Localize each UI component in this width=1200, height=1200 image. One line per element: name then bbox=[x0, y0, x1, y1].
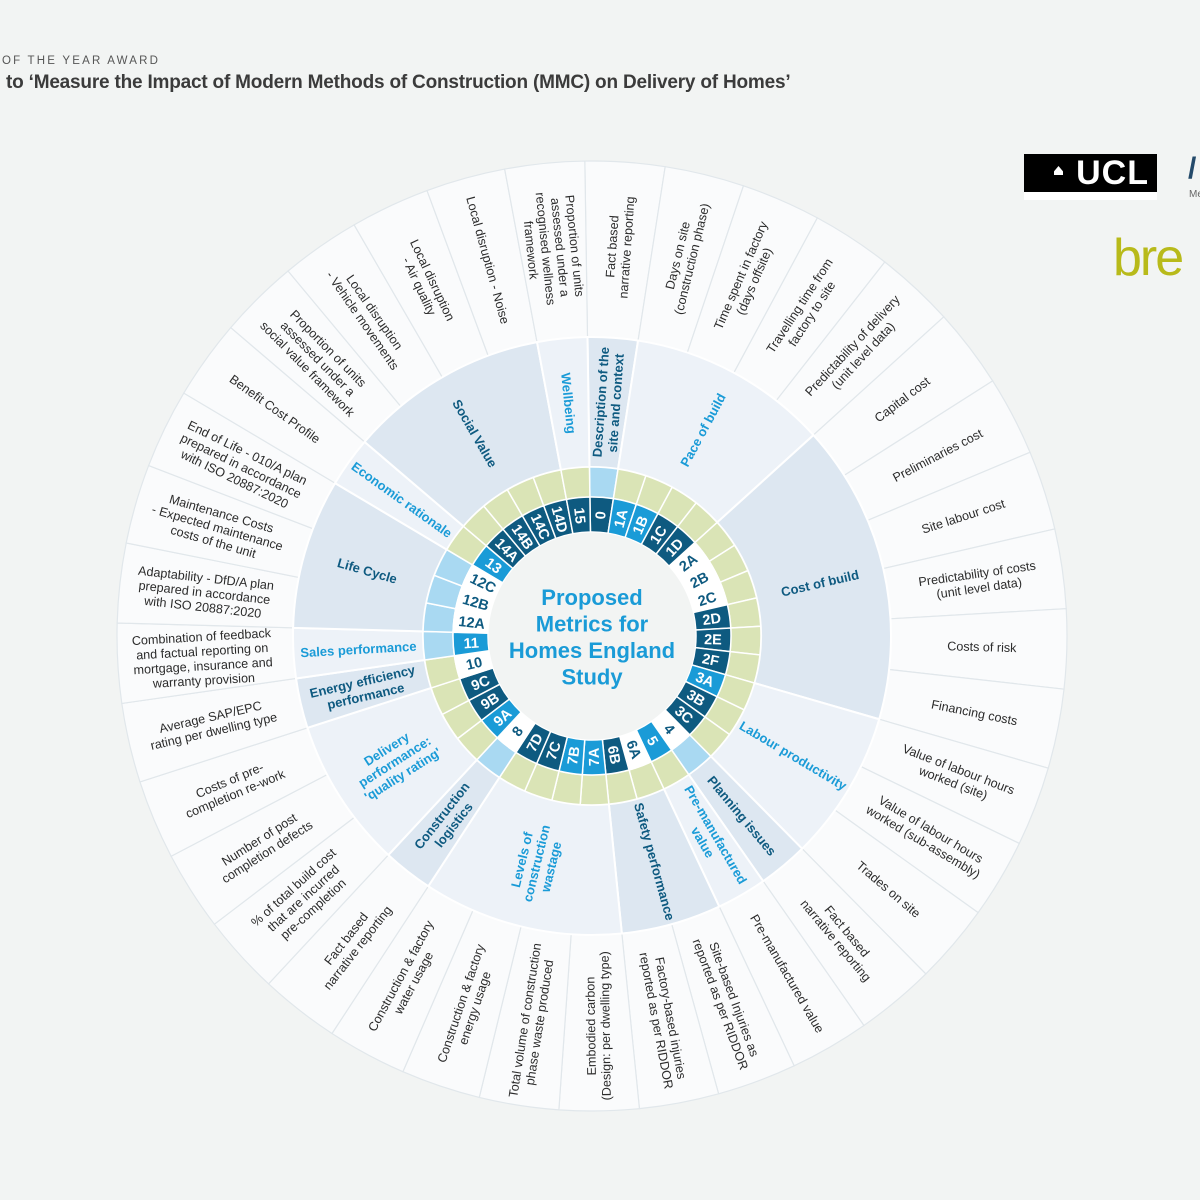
center-circle bbox=[488, 532, 696, 740]
code-text: 2B bbox=[688, 569, 712, 592]
center-title-line: Metrics for bbox=[536, 612, 649, 637]
page-title: to ‘Measure the Impact of Modern Methods… bbox=[6, 72, 791, 93]
code-label: 12A bbox=[458, 614, 487, 633]
code-label: 7A bbox=[587, 747, 603, 766]
code-text: 0 bbox=[593, 511, 610, 520]
indicator-cell bbox=[729, 625, 762, 656]
category-label: Levels ofconstructionwastage bbox=[505, 820, 567, 907]
category-label-text: Sales performance bbox=[300, 639, 417, 661]
code-text: 9C bbox=[469, 673, 493, 695]
code-label: 2C bbox=[696, 589, 719, 610]
code-label: 2F bbox=[701, 651, 721, 670]
indicator-cell bbox=[560, 466, 591, 501]
code-text: 1A bbox=[612, 507, 632, 529]
indicator-cell bbox=[422, 630, 456, 661]
code-text: 1B bbox=[630, 514, 652, 537]
metric-label-text: Costs of risk bbox=[947, 639, 1017, 655]
code-label: 1A bbox=[612, 507, 632, 529]
indicator-cell bbox=[579, 773, 610, 806]
metric-label: Embodied carbon(Design: per dwelling typ… bbox=[583, 951, 614, 1101]
code-label: 15 bbox=[570, 507, 588, 525]
code-text: 2D bbox=[702, 611, 723, 629]
code-label: 6B bbox=[604, 745, 623, 766]
code-text: 7B bbox=[565, 745, 584, 766]
metric-label-line: warranty provision bbox=[152, 671, 256, 691]
center-title-line: Study bbox=[561, 665, 623, 690]
code-label: 2D bbox=[702, 611, 723, 629]
category-label-text: Wellbeing bbox=[558, 372, 579, 434]
code-label: 1B bbox=[630, 514, 652, 537]
code-label: 2B bbox=[688, 569, 712, 592]
code-label: 7D bbox=[524, 731, 547, 755]
metric-label: Costs of risk bbox=[947, 639, 1017, 655]
category-label-text: Description of thesite and context bbox=[590, 346, 628, 458]
metric-label-line: (Design: per dwelling type) bbox=[598, 951, 614, 1100]
metric-label-line: Costs of risk bbox=[947, 639, 1017, 655]
code-label: 0 bbox=[593, 511, 610, 520]
category-label-line: site and context bbox=[605, 353, 627, 453]
metric-label: Adaptability - DfD/A planprepared in acc… bbox=[134, 564, 274, 622]
ucl-logo: UCL bbox=[1024, 154, 1157, 200]
code-label: 3A bbox=[693, 670, 717, 692]
ucl-building-icon bbox=[1054, 166, 1063, 175]
code-text: 13 bbox=[482, 555, 504, 577]
code-text: 12B bbox=[460, 592, 490, 615]
code-label: 7C bbox=[544, 739, 565, 762]
code-text: 3A bbox=[693, 670, 717, 692]
category-label: Sales performance bbox=[300, 639, 417, 661]
code-cell-15[interactable] bbox=[565, 496, 592, 535]
code-label: 11 bbox=[463, 636, 479, 653]
code-text: 7D bbox=[524, 731, 547, 755]
code-label: 7B bbox=[565, 745, 584, 766]
center-title-line: Homes England bbox=[509, 638, 675, 663]
code-text: 2E bbox=[704, 632, 722, 648]
code-text: 6B bbox=[604, 745, 623, 766]
code-text: 2F bbox=[701, 651, 721, 670]
code-label: 12B bbox=[460, 592, 490, 615]
code-text: 12A bbox=[458, 614, 487, 633]
code-label: 9C bbox=[469, 673, 493, 695]
code-label: 14D bbox=[548, 505, 571, 535]
code-label: 13 bbox=[482, 555, 504, 577]
code-text: 11 bbox=[463, 636, 479, 653]
metric-label-line: framework bbox=[521, 220, 541, 281]
metric-label: Combination of feedbackand factual repor… bbox=[131, 626, 274, 692]
partner-logo-text: Me bbox=[1189, 189, 1200, 200]
category-label-line: Sales performance bbox=[300, 639, 417, 661]
metric-label-line: Fact based bbox=[603, 215, 621, 278]
category-label: Wellbeing bbox=[558, 372, 579, 434]
code-label: 10 bbox=[465, 655, 484, 674]
code-text: 14D bbox=[548, 505, 571, 535]
code-text: 6A bbox=[622, 738, 644, 761]
category-label-text: Levels ofconstructionwastage bbox=[505, 820, 567, 907]
code-label: 6A bbox=[622, 738, 644, 761]
bre-logo: bre bbox=[1113, 229, 1184, 287]
center-title-line: Proposed bbox=[541, 585, 642, 610]
code-text: 15 bbox=[570, 507, 588, 525]
metric-label: Proportion of unitsassessed under arecog… bbox=[518, 189, 587, 308]
code-text: 7A bbox=[587, 747, 603, 766]
partner-logo-mark: / bbox=[1188, 152, 1197, 185]
ucl-logo-wordmark: UCL bbox=[1024, 154, 1157, 192]
code-text: 2C bbox=[696, 589, 719, 610]
code-text: 7C bbox=[544, 739, 565, 762]
metric-label-text: Proportion of unitsassessed under arecog… bbox=[518, 189, 587, 308]
award-kicker: OF THE YEAR AWARD bbox=[2, 55, 161, 67]
metric-label-line: Embodied carbon bbox=[583, 977, 598, 1076]
metric-label-text: Embodied carbon(Design: per dwelling typ… bbox=[583, 951, 614, 1101]
code-text: 10 bbox=[465, 655, 484, 674]
code-label: 2E bbox=[704, 632, 722, 648]
metric-label-text: Adaptability - DfD/A planprepared in acc… bbox=[134, 564, 274, 622]
category-label-line: Wellbeing bbox=[558, 372, 579, 434]
metric-label-text: Combination of feedbackand factual repor… bbox=[131, 626, 274, 692]
category-label: Description of thesite and context bbox=[590, 346, 628, 458]
